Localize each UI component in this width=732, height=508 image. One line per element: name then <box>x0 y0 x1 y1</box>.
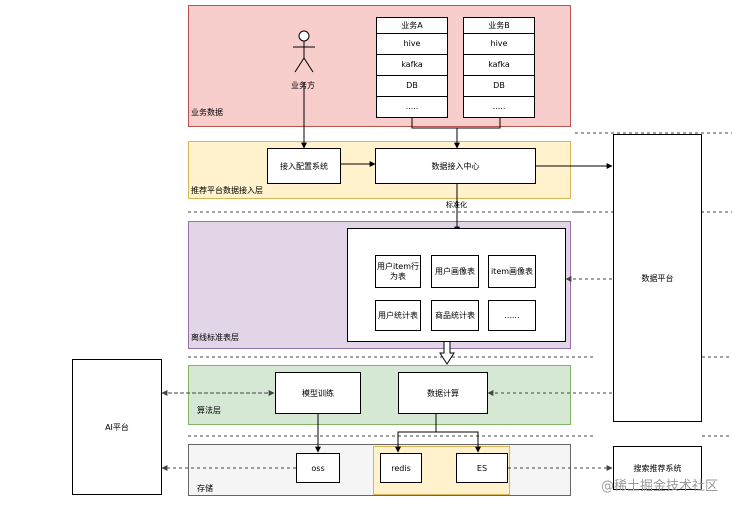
business-b-row: kafka <box>463 55 535 76</box>
layer-algorithm-label: 算法层 <box>197 406 221 415</box>
business-b-title: 业务B <box>463 17 535 34</box>
data-ingest-center: 数据接入中心 <box>375 148 536 184</box>
redis-storage: redis <box>380 453 422 483</box>
data-platform: 数据平台 <box>613 134 702 422</box>
business-a-row: kafka <box>376 55 448 76</box>
layer-algorithm: 算法层 <box>188 365 571 425</box>
business-b-row: DB <box>463 76 535 97</box>
access-config-system: 接入配置系统 <box>267 148 341 184</box>
table-item-profile: item画像表 <box>488 255 536 288</box>
table-user-stats: 用户统计表 <box>375 300 421 331</box>
data-compute: 数据计算 <box>398 372 488 414</box>
ai-platform: AI平台 <box>72 359 162 495</box>
watermark: @稀土掘金技术社区 <box>600 479 718 494</box>
table-user-profile: 用户画像表 <box>431 255 479 288</box>
table-product-stats: 商品统计表 <box>431 300 479 331</box>
search-rec-system: 搜索推荐系统 <box>613 446 702 490</box>
standardize-label: 标准化 <box>446 201 467 209</box>
table-more: ...... <box>488 300 536 331</box>
layer-business-data-label: 业务数据 <box>191 108 223 117</box>
business-a-title: 业务A <box>376 17 448 34</box>
business-a-row: hive <box>376 34 448 55</box>
es-storage: ES <box>456 453 508 483</box>
layer-offline-tables-label: 离线标准表层 <box>191 333 239 342</box>
layer-ingest-label: 推荐平台数据接入层 <box>191 186 263 195</box>
table-user-item-behavior: 用户item行为表 <box>375 255 421 288</box>
oss-storage: oss <box>296 453 340 483</box>
actor-label: 业务方 <box>291 81 315 90</box>
model-training: 模型训练 <box>275 372 361 414</box>
business-b-row: ..... <box>463 97 535 118</box>
business-a-row: DB <box>376 76 448 97</box>
business-a-row: ..... <box>376 97 448 118</box>
layer-storage-label: 存储 <box>197 484 213 493</box>
user-actor-icon <box>293 30 315 73</box>
business-b-row: hive <box>463 34 535 55</box>
